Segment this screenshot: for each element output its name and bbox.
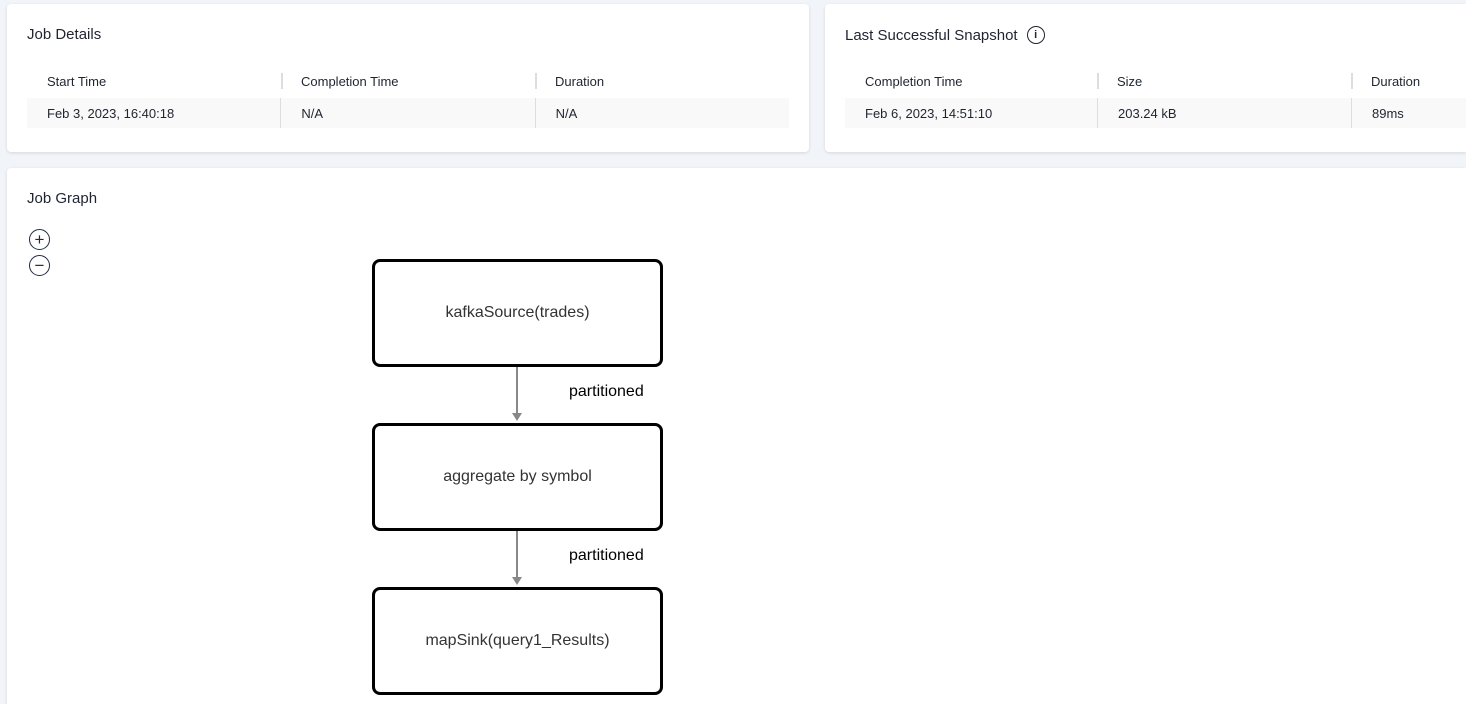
completion-time-value: N/A [280, 98, 534, 128]
graph-node-source[interactable]: kafkaSource(trades) [372, 259, 663, 367]
duration-value: 89ms [1351, 98, 1466, 128]
graph-node-aggregate[interactable]: aggregate by symbol [372, 423, 663, 531]
job-graph-card: Job Graph + − kafkaSource(trades) partit… [7, 168, 1466, 704]
job-graph-title: Job Graph [27, 190, 98, 207]
header-completion-time: Completion Time [865, 73, 963, 89]
header-start-time: Start Time [47, 73, 107, 89]
header-size: Size [1097, 64, 1351, 98]
job-details-card: Job Details Start Time Completion Time D… [7, 4, 809, 152]
zoom-in-button[interactable]: + [29, 229, 50, 250]
info-icon[interactable]: i [1026, 26, 1045, 44]
header-duration: Duration [1351, 64, 1466, 98]
zoom-out-button[interactable]: − [29, 255, 50, 276]
duration-value: N/A [534, 98, 789, 128]
table-row: Feb 6, 2023, 14:51:10 203.24 kB 89ms [845, 98, 1466, 128]
edge-label: partitioned [569, 383, 644, 400]
graph-node-sink[interactable]: mapSink(query1_Results) [372, 587, 663, 695]
completion-time-value: Feb 6, 2023, 14:51:10 [865, 105, 993, 121]
snapshot-title: Last Successful Snapshot [845, 26, 1018, 44]
graph-edge [516, 531, 518, 577]
snapshot-table: Completion Time Size Duration Feb 6, 202… [845, 64, 1466, 128]
header-completion-time: Completion Time [281, 64, 535, 98]
arrow-head-icon [512, 577, 522, 585]
table-row: Feb 3, 2023, 16:40:18 N/A N/A [27, 98, 789, 128]
job-details-title: Job Details [27, 26, 102, 43]
header-duration: Duration [535, 64, 789, 98]
job-details-table: Start Time Completion Time Duration Feb … [27, 64, 789, 128]
snapshot-card: Last Successful Snapshot i Completion Tim… [825, 4, 1466, 152]
arrow-head-icon [512, 413, 522, 421]
edge-label: partitioned [569, 547, 644, 564]
size-value: 203.24 kB [1097, 98, 1351, 128]
graph-edge [516, 367, 518, 413]
start-time-value: Feb 3, 2023, 16:40:18 [47, 105, 175, 121]
